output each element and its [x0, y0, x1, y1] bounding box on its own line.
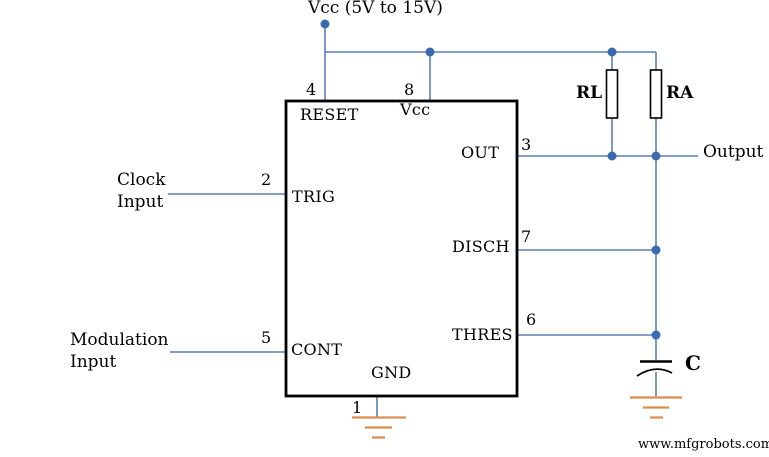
resistor-ra-label: RA — [666, 83, 694, 103]
output-label: Output — [703, 142, 764, 162]
resistor-rl-symbol — [605, 69, 619, 119]
resistor-ra-symbol — [649, 69, 663, 119]
pin-8-number: 8 — [404, 80, 415, 99]
pin-4-number: 4 — [306, 80, 317, 99]
junction-dot-supply — [320, 19, 330, 29]
ground-symbol-right — [630, 396, 682, 419]
pin-out-label: OUT — [461, 143, 500, 162]
ground-symbol-left — [352, 416, 406, 439]
pin-vcc-label: Vcc — [400, 100, 431, 119]
junction-dot-thres — [651, 330, 661, 340]
clock-input-label: Clock Input — [117, 170, 166, 212]
modulation-input-label: Modulation Input — [70, 330, 169, 372]
pin-7-number: 7 — [521, 227, 532, 246]
junction-dot-disch — [651, 245, 661, 255]
pin-cont-label: CONT — [291, 340, 343, 359]
pin-trig-label: TRIG — [292, 187, 336, 206]
pin-6-number: 6 — [526, 310, 537, 329]
junction-dot-ra-out — [651, 151, 661, 161]
supply-voltage-label: Vcc (5V to 15V) — [308, 0, 443, 18]
pin-1-number: 1 — [352, 398, 363, 417]
watermark: www.mfgrobots.com — [638, 437, 769, 452]
pin-5-number: 5 — [261, 328, 272, 347]
capacitor-label: C — [685, 351, 701, 375]
pin-disch-label: DISCH — [452, 237, 510, 256]
junction-dot-rl-top — [607, 47, 617, 57]
junction-dot-rl-out — [607, 151, 617, 161]
pin-3-number: 3 — [521, 135, 532, 154]
capacitor-curved-plate — [636, 368, 673, 377]
resistor-rl-label: RL — [576, 83, 603, 103]
pin-reset-label: RESET — [300, 105, 359, 124]
junction-dot-pin8 — [425, 47, 435, 57]
pin-thres-label: THRES — [452, 325, 513, 344]
pin-2-number: 2 — [261, 170, 272, 189]
ic-body — [284, 99, 519, 398]
pin-gnd-label: GND — [371, 363, 412, 382]
